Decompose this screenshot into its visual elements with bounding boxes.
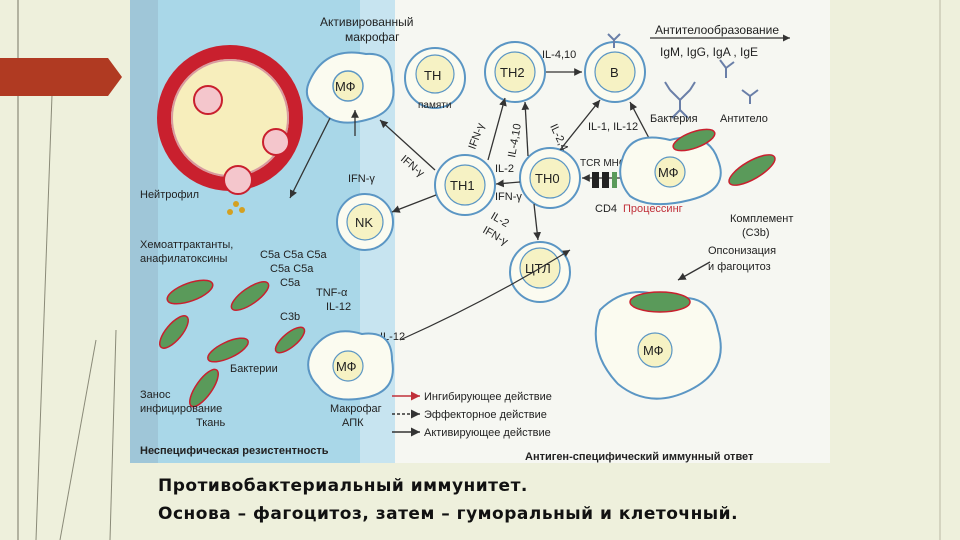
accent-tab [0,58,122,96]
svg-text:МФ: МФ [335,79,356,94]
svg-text:Эффекторное действие: Эффекторное действие [424,409,547,421]
svg-text:IFN-γ: IFN-γ [467,121,488,151]
svg-text:IL-4,10: IL-4,10 [542,49,576,61]
bacteria-left-group [159,279,306,408]
svg-text:Нейтрофил: Нейтрофил [140,189,199,201]
caption-line-1: Противобактериальный иммунитет. [158,476,528,496]
svg-text:TCR MHCII: TCR MHCII [580,158,632,169]
svg-text:Неспецифическая резистентность: Неспецифическая резистентность [140,445,329,457]
svg-text:ЦТЛ: ЦТЛ [525,261,551,276]
svg-text:МФ: МФ [336,359,357,374]
svg-text:B: B [610,65,619,80]
svg-text:TH: TH [424,68,441,83]
svg-text:IgM, IgG, IgA , IgE: IgM, IgG, IgA , IgE [660,45,758,59]
slide-caption: Противобактериальный иммунитет. Основа –… [158,472,858,528]
svg-text:IL-1, IL-12: IL-1, IL-12 [588,121,638,133]
svg-text:Бактерии: Бактерии [230,363,278,375]
caption-line-2: Основа – фагоцитоз, затем – гуморальный … [158,504,739,524]
svg-text:Макрофаг: Макрофаг [330,403,382,415]
svg-text:Процессинг: Процессинг [623,203,683,215]
svg-text:(C3b): (C3b) [742,227,770,239]
svg-text:C5a: C5a [280,277,301,289]
svg-text:Занос: Занос [140,389,171,401]
svg-text:CD4: CD4 [595,203,617,215]
svg-text:МФ: МФ [643,343,664,358]
svg-text:МФ: МФ [658,165,679,180]
svg-text:Активирующее действие: Активирующее действие [424,427,551,439]
svg-text:анафилатоксины: анафилатоксины [140,253,227,265]
svg-text:памяти: памяти [418,100,451,111]
svg-text:Хемоаттрактанты,: Хемоаттрактанты, [140,239,233,251]
svg-text:Комплемент: Комплемент [730,213,793,225]
svg-text:IFN-γ: IFN-γ [348,173,375,185]
svg-text:инфицирование: инфицирование [140,403,222,415]
immune-response-figure: Активированный макрофаг МФ TH памяти TH2… [130,0,830,463]
legend: Ингибирующее действие Эффекторное действ… [392,391,552,439]
svg-text:TNF-α: TNF-α [316,287,348,299]
svg-text:Антитело: Антитело [720,113,768,125]
svg-text:C3b: C3b [280,311,300,323]
activated-macrophage-label: Активированный [320,15,414,29]
svg-text:TH0: TH0 [535,171,560,186]
svg-text:и фагоцитоз: и фагоцитоз [708,261,771,273]
svg-text:IL-4,10: IL-4,10 [506,123,524,159]
svg-text:TH2: TH2 [500,65,525,80]
svg-text:C5a C5a: C5a C5a [270,263,314,275]
svg-text:Антиген-специфический иммунный: Антиген-специфический иммунный ответ [525,451,754,463]
svg-text:IFN-γ: IFN-γ [398,153,427,180]
svg-text:АПК: АПК [342,417,364,429]
svg-text:Ткань: Ткань [196,417,225,429]
svg-text:макрофаг: макрофаг [345,30,400,44]
svg-text:Опсонизация: Опсонизация [708,245,776,257]
svg-text:NK: NK [355,215,373,230]
svg-text:Антителообразование: Антителообразование [655,23,779,37]
antibody-icons [607,33,759,119]
blood-vessel [157,45,303,215]
svg-text:IFN-γ: IFN-γ [495,191,522,203]
svg-text:IL-2: IL-2 [495,163,514,175]
svg-text:C5a C5a C5a: C5a C5a C5a [260,249,328,261]
svg-text:TH1: TH1 [450,178,475,193]
svg-text:Бактерия: Бактерия [650,113,698,125]
svg-text:IL-12: IL-12 [326,301,351,313]
svg-text:Ингибирующее действие: Ингибирующее действие [424,391,552,403]
